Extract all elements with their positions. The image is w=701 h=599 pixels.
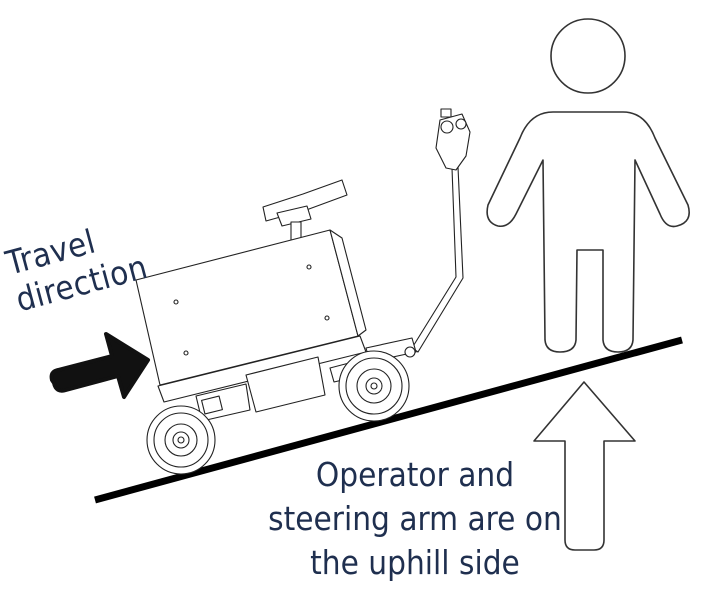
steering-handle-grip bbox=[455, 118, 467, 130]
cart-body-bolt bbox=[173, 299, 179, 305]
cart-seat bbox=[262, 179, 348, 222]
operator-note-label: Operator and steering arm are on the uph… bbox=[255, 453, 575, 585]
cart-motor-cover bbox=[201, 395, 223, 415]
arrow-right-icon bbox=[49, 332, 150, 399]
cart-body-bolt bbox=[324, 315, 330, 321]
operator-label-line1: Operator and bbox=[315, 455, 515, 494]
steering-handle-grip bbox=[440, 120, 454, 134]
operator-label-line3: the uphill side bbox=[310, 543, 520, 582]
operator-label-line2: steering arm are on bbox=[268, 499, 562, 538]
rear-wheel bbox=[146, 405, 216, 475]
cart-seat-post bbox=[276, 205, 312, 227]
cart-battery-box bbox=[245, 356, 326, 413]
cart-body-bolt bbox=[183, 350, 189, 356]
cart-body-side bbox=[329, 229, 367, 337]
steering-handle-top bbox=[440, 108, 452, 118]
cart-body-bolt bbox=[306, 264, 312, 270]
steering-arm-pivot bbox=[404, 346, 416, 358]
front-wheel bbox=[338, 350, 410, 422]
cart-drawing bbox=[135, 108, 471, 475]
arrow-up-icon bbox=[533, 381, 636, 551]
slope-line bbox=[94, 336, 683, 504]
person-silhouette-icon bbox=[486, 18, 690, 353]
steering-arm bbox=[411, 166, 464, 353]
